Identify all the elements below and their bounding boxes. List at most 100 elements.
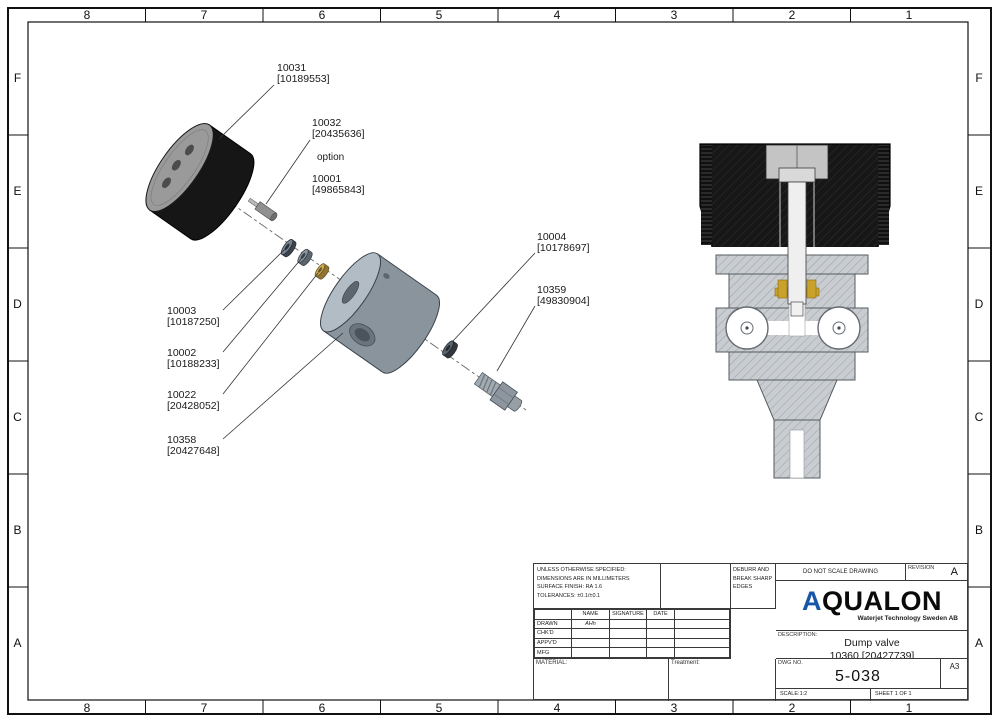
part-seat <box>314 263 330 280</box>
svg-text:[10189553]: [10189553] <box>277 73 330 85</box>
svg-text:10022: 10022 <box>167 389 196 401</box>
svg-text:10003: 10003 <box>167 305 196 317</box>
description-title: Dump valve <box>844 637 900 649</box>
exploded-view: 10031 [10189553] 10032 [20435636] option… <box>145 62 590 457</box>
centerline <box>227 200 527 411</box>
frame-row-label: D <box>975 297 984 311</box>
frame-col-label: 7 <box>201 8 208 22</box>
svg-text:10358: 10358 <box>167 434 196 446</box>
frame-row-label: D <box>13 297 22 311</box>
body-taper <box>756 379 838 421</box>
treatment-cell: Treatment: <box>669 659 776 701</box>
table-row: CHK'D <box>534 628 730 639</box>
part-label-washer: 10003 [10187250] <box>167 305 220 328</box>
option-note: option <box>317 152 344 163</box>
border-frame <box>7 7 992 715</box>
frame-col-label: 8 <box>84 701 91 715</box>
scale-cell: SCALE:1:2 <box>776 689 871 701</box>
treatment-label: Treatment: <box>671 660 700 666</box>
empty-cell <box>661 564 731 609</box>
part-nut <box>297 248 313 266</box>
leader-lines <box>218 84 536 440</box>
deburr-note: DEBURR AND BREAK SHARP EDGES <box>731 564 776 609</box>
col-header-date: DATE <box>646 609 675 620</box>
logo-subtitle: Waterjet Technology Sweden AB <box>857 615 958 622</box>
logo-rest: QUALON <box>822 586 942 616</box>
frame-row-label: A <box>975 636 983 650</box>
approval-table: NAME SIGNATURE DATE DRAWN AHh CHK'D APPV… <box>534 609 731 659</box>
frame-col-label: 6 <box>319 8 326 22</box>
description-number: 10360 [20427739] <box>829 649 915 659</box>
frame-col-label: 4 <box>554 8 561 22</box>
frame-row-label: B <box>975 523 983 537</box>
section-view <box>699 143 891 479</box>
svg-text:[20427648]: [20427648] <box>167 445 220 457</box>
frame-row-label: E <box>13 184 21 198</box>
frame-col-label: 6 <box>319 701 326 715</box>
col-header-name: NAME <box>571 609 610 620</box>
svg-text:10004: 10004 <box>537 231 566 243</box>
col-header-signature: SIGNATURE <box>609 609 647 620</box>
frame-row-label: C <box>975 410 984 424</box>
part-label-seat: 10022 [20428052] <box>167 389 220 412</box>
part-washer <box>280 239 297 258</box>
frame-row-label: A <box>13 636 21 650</box>
part-label-locknut: 10004 [10178697] <box>537 231 590 254</box>
svg-text:[10188233]: [10188233] <box>167 358 220 370</box>
svg-text:[20428052]: [20428052] <box>167 400 220 412</box>
svg-text:[10178697]: [10178697] <box>537 242 590 254</box>
table-row: DRAWN AHh <box>534 618 730 630</box>
tolerance-note-line: DIMENSIONS ARE IN MILLIMETERS <box>537 575 630 582</box>
frame-col-label: 3 <box>671 8 678 22</box>
description-label: DESCRIPTION: <box>778 632 818 638</box>
do-not-scale-note: DO NOT SCALE DRAWING <box>776 564 906 581</box>
description-cell: DESCRIPTION: Dump valve 10360 [20427739] <box>776 631 968 659</box>
part-pin <box>247 197 278 222</box>
logo-text: AQUALON <box>776 588 968 615</box>
revision-cell: REVISION A <box>906 564 968 581</box>
frame-col-label: 1 <box>906 8 913 22</box>
table-row: APPV'D <box>534 637 730 649</box>
part-labels: 10031 [10189553] 10032 [20435636] option… <box>167 62 590 457</box>
frame-col-label: 3 <box>671 701 678 715</box>
tolerance-note-line: SURFACE FINISH: RA 1.6 <box>537 584 603 591</box>
svg-text:[49830904]: [49830904] <box>537 295 590 307</box>
frame-col-label: 5 <box>436 8 443 22</box>
frame-col-label: 2 <box>789 8 796 22</box>
logo-letter-a: A <box>802 586 822 616</box>
frame-row-label: B <box>13 523 21 537</box>
svg-text:10031: 10031 <box>277 62 306 74</box>
tolerance-note-line: TOLERANCES: ±0.1/±0.1 <box>537 592 601 599</box>
svg-text:10002: 10002 <box>167 347 196 359</box>
frame-row-label: E <box>975 184 983 198</box>
svg-text:10001: 10001 <box>312 173 341 185</box>
frame-col-label: 7 <box>201 701 208 715</box>
frame-col-label: 5 <box>436 701 443 715</box>
paper-size: A3 <box>949 662 960 671</box>
revision-label: REVISION <box>908 565 935 571</box>
frame-labels: 8 7 6 5 4 3 2 1 8 7 6 5 4 3 2 1 F E D C … <box>13 8 984 715</box>
frame-col-label: 4 <box>554 701 561 715</box>
paper-size-cell: A3 <box>941 659 968 689</box>
frame-col-label: 1 <box>906 701 913 715</box>
part-knob <box>145 123 255 241</box>
svg-text:[20435636]: [20435636] <box>312 128 365 140</box>
col-header-extra <box>674 609 730 620</box>
frame-row-label: C <box>13 410 22 424</box>
sheet-cell: SHEET 1 OF 1 <box>871 689 968 701</box>
dwg-no-cell: DWG NO. 5-038 <box>776 659 941 689</box>
part-label-knob: 10031 [10189553] <box>277 62 330 85</box>
tolerance-notes: UNLESS OTHERWISE SPECIFIED: DIMENSIONS A… <box>534 564 661 609</box>
part-label-nut: 10002 [10188233] <box>167 347 220 370</box>
body-lower <box>728 351 856 381</box>
table-corner <box>534 609 572 620</box>
material-cell: MATERIAL: <box>534 659 669 701</box>
svg-text:10032: 10032 <box>312 117 341 129</box>
dwg-no-value: 5-038 <box>835 668 881 685</box>
part-label-body: 10358 [20427648] <box>167 434 220 457</box>
part-label-fitting: 10359 [49830904] <box>537 284 590 307</box>
material-label: MATERIAL: <box>536 660 568 666</box>
company-logo: AQUALON Waterjet Technology Sweden AB <box>776 581 968 631</box>
revision-value: A <box>950 566 958 578</box>
